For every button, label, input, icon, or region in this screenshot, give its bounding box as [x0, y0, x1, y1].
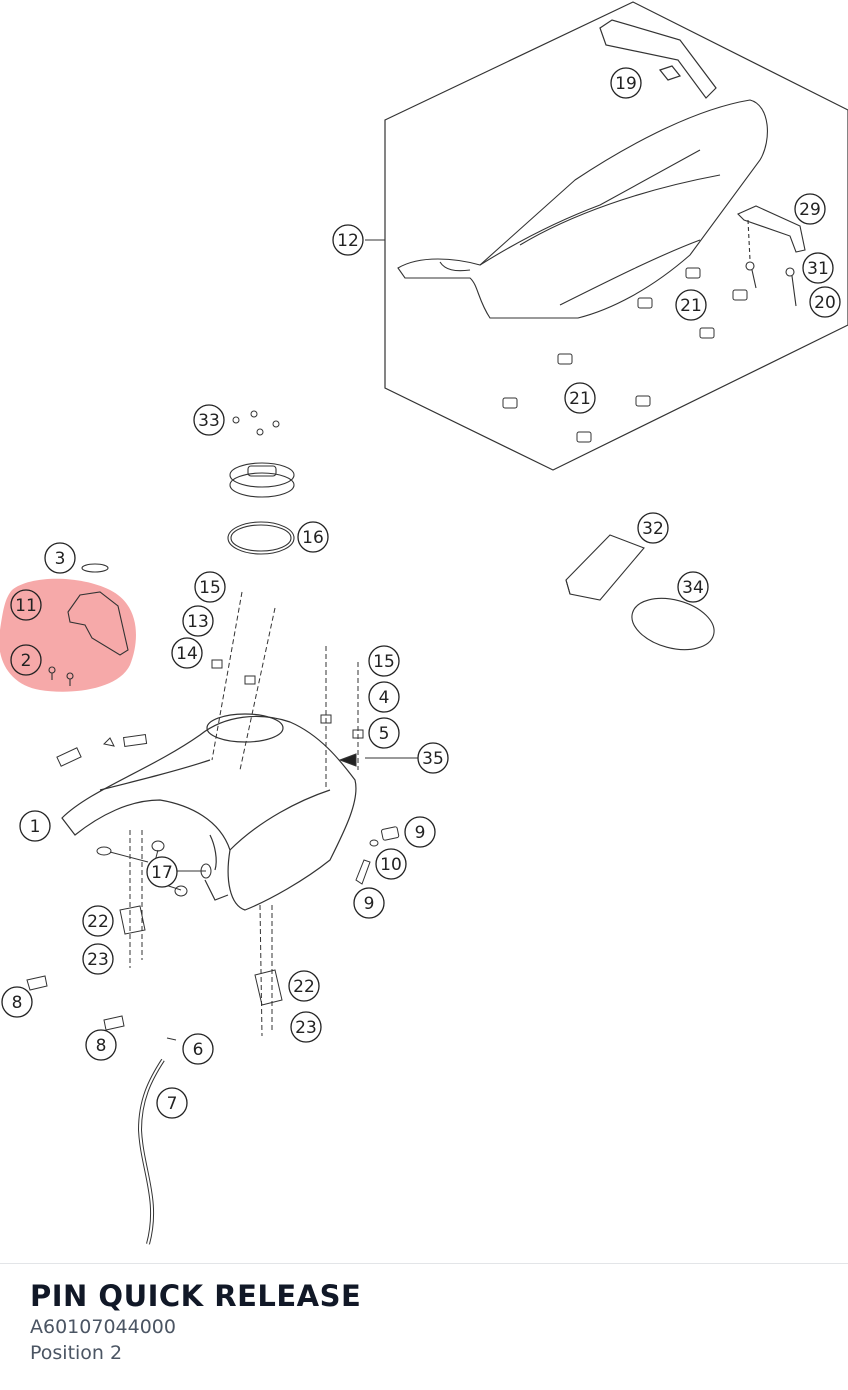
svg-text:34: 34 [682, 578, 704, 598]
svg-text:35: 35 [422, 749, 444, 769]
callout-12: 12 [332, 224, 364, 256]
callout-22: 22 [288, 970, 320, 1002]
svg-text:33: 33 [198, 411, 220, 431]
callout-21: 21 [564, 382, 596, 414]
callout-8: 8 [1, 986, 33, 1018]
callout-20: 20 [809, 286, 841, 318]
seat-part [397, 99, 768, 319]
callout-5: 5 [368, 717, 400, 749]
svg-text:8: 8 [12, 993, 23, 1013]
callout-11: 11 [10, 589, 42, 621]
callout-21: 21 [675, 289, 707, 321]
callout-33: 33 [193, 404, 225, 436]
callout-35: 35 [417, 742, 449, 774]
svg-text:19: 19 [615, 74, 637, 94]
svg-text:17: 17 [151, 863, 173, 883]
leader-lines [109, 239, 418, 891]
svg-text:29: 29 [799, 200, 821, 220]
callout-34: 34 [677, 571, 709, 603]
svg-text:11: 11 [15, 596, 37, 616]
callout-19: 19 [610, 67, 642, 99]
tool-pouch-part [565, 534, 715, 651]
highlight-region[interactable] [0, 578, 136, 692]
svg-text:6: 6 [193, 1040, 204, 1060]
svg-text:20: 20 [814, 293, 836, 313]
svg-text:8: 8 [96, 1036, 107, 1056]
part-info-panel: PIN QUICK RELEASE A60107044000 Position … [30, 1278, 361, 1366]
callout-15: 15 [194, 571, 226, 603]
tank-hardware-part [26, 591, 400, 1041]
callout-9: 9 [353, 887, 385, 919]
part-name: PIN QUICK RELEASE [30, 1279, 362, 1313]
svg-text:22: 22 [293, 977, 315, 997]
svg-text:2: 2 [21, 651, 32, 671]
svg-text:12: 12 [337, 231, 359, 251]
callout-2: 2 [10, 644, 42, 676]
fuel-cap-part [227, 462, 295, 555]
divider [0, 1263, 848, 1264]
svg-text:9: 9 [415, 823, 426, 843]
svg-text:5: 5 [379, 724, 390, 744]
svg-text:32: 32 [642, 519, 664, 539]
part-position: Position 2 [30, 1342, 123, 1364]
seat-frame [384, 1, 848, 471]
callout-23: 23 [290, 1011, 322, 1043]
callout-4: 4 [368, 681, 400, 713]
callout-1: 1 [19, 810, 51, 842]
svg-text:15: 15 [373, 652, 395, 672]
exploded-parts-diagram: 19 12 29 31 20 21 21 33 16 32 34 3 11 2 … [0, 1, 848, 1245]
svg-text:1: 1 [30, 817, 41, 837]
callout-13: 13 [182, 605, 214, 637]
part-number: A60107044000 [30, 1316, 176, 1338]
seat-bracket-part [737, 205, 806, 307]
callout-32: 32 [637, 512, 669, 544]
svg-text:9: 9 [364, 894, 375, 914]
callout-6: 6 [182, 1033, 214, 1065]
callout-9: 9 [404, 816, 436, 848]
svg-text:31: 31 [807, 259, 829, 279]
svg-text:22: 22 [87, 912, 109, 932]
svg-text:21: 21 [569, 389, 591, 409]
callout-7: 7 [156, 1087, 188, 1119]
svg-text:16: 16 [302, 528, 324, 548]
callout-15: 15 [368, 645, 400, 677]
callout-23: 23 [82, 943, 114, 975]
callout-3: 3 [44, 542, 76, 574]
callout-17: 17 [146, 856, 178, 888]
svg-text:13: 13 [187, 612, 209, 632]
callout-16: 16 [297, 521, 329, 553]
callout-10: 10 [375, 848, 407, 880]
pin-quick-release-part [48, 563, 129, 686]
svg-text:23: 23 [87, 950, 109, 970]
cap-screws-part [232, 410, 280, 436]
callout-22: 22 [82, 905, 114, 937]
grab-handle-part [599, 19, 717, 99]
svg-text:4: 4 [379, 688, 390, 708]
seat-clips-part [502, 267, 748, 443]
svg-text:10: 10 [380, 855, 402, 875]
callout-labels: 19 12 29 31 20 21 21 33 16 32 34 3 11 2 … [1, 67, 841, 1119]
callout-14: 14 [171, 637, 203, 669]
callout-8: 8 [85, 1029, 117, 1061]
svg-text:3: 3 [55, 549, 66, 569]
callout-31: 31 [802, 252, 834, 284]
svg-text:14: 14 [176, 644, 198, 664]
svg-text:21: 21 [680, 296, 702, 316]
fuel-tank-part [61, 713, 357, 911]
svg-text:23: 23 [295, 1018, 317, 1038]
svg-text:15: 15 [199, 578, 221, 598]
svg-text:7: 7 [167, 1094, 178, 1114]
callout-29: 29 [794, 193, 826, 225]
